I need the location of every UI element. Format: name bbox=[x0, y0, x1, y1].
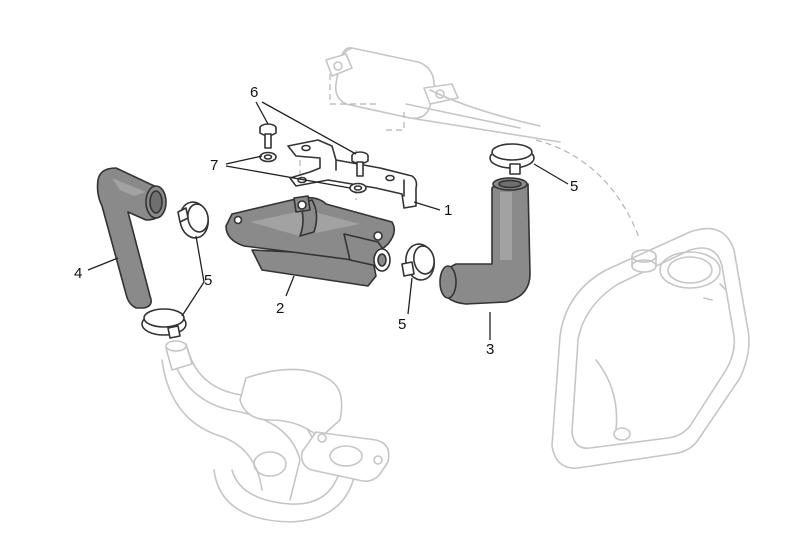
ghost-exhaust-manifold bbox=[161, 349, 390, 523]
callout-labels: 1 2 3 4 5 5 5 6 7 bbox=[74, 84, 578, 358]
callout-2: 2 bbox=[276, 300, 284, 317]
ghost-context-parts bbox=[161, 46, 750, 523]
clamp-part-5-right bbox=[489, 143, 535, 175]
callout-5-middle: 5 bbox=[398, 316, 406, 333]
callout-1: 1 bbox=[444, 202, 452, 219]
bracket-part-1 bbox=[287, 139, 418, 209]
ghost-pipe-stub bbox=[165, 340, 193, 371]
callout-6: 6 bbox=[250, 84, 258, 101]
screw-part-6-left bbox=[259, 123, 277, 149]
callout-7: 7 bbox=[210, 157, 218, 174]
washer-part-7-right bbox=[349, 182, 367, 194]
ghost-ignition-coil bbox=[325, 46, 561, 143]
washer-part-7-left bbox=[259, 151, 277, 163]
callout-3: 3 bbox=[486, 341, 494, 358]
hose-part-3 bbox=[439, 177, 531, 305]
clamp-part-5-lower-left bbox=[141, 308, 187, 339]
clamp-part-5-middle bbox=[401, 243, 435, 281]
callout-4: 4 bbox=[74, 265, 82, 282]
valve-body-part-2 bbox=[225, 195, 396, 287]
leader-lines bbox=[87, 101, 569, 340]
hose-part-4 bbox=[96, 167, 167, 309]
ghost-airbox bbox=[551, 227, 750, 469]
callout-5-right: 5 bbox=[570, 178, 578, 195]
callout-5-left: 5 bbox=[204, 272, 212, 289]
clamp-part-5-upper-left bbox=[177, 201, 209, 239]
